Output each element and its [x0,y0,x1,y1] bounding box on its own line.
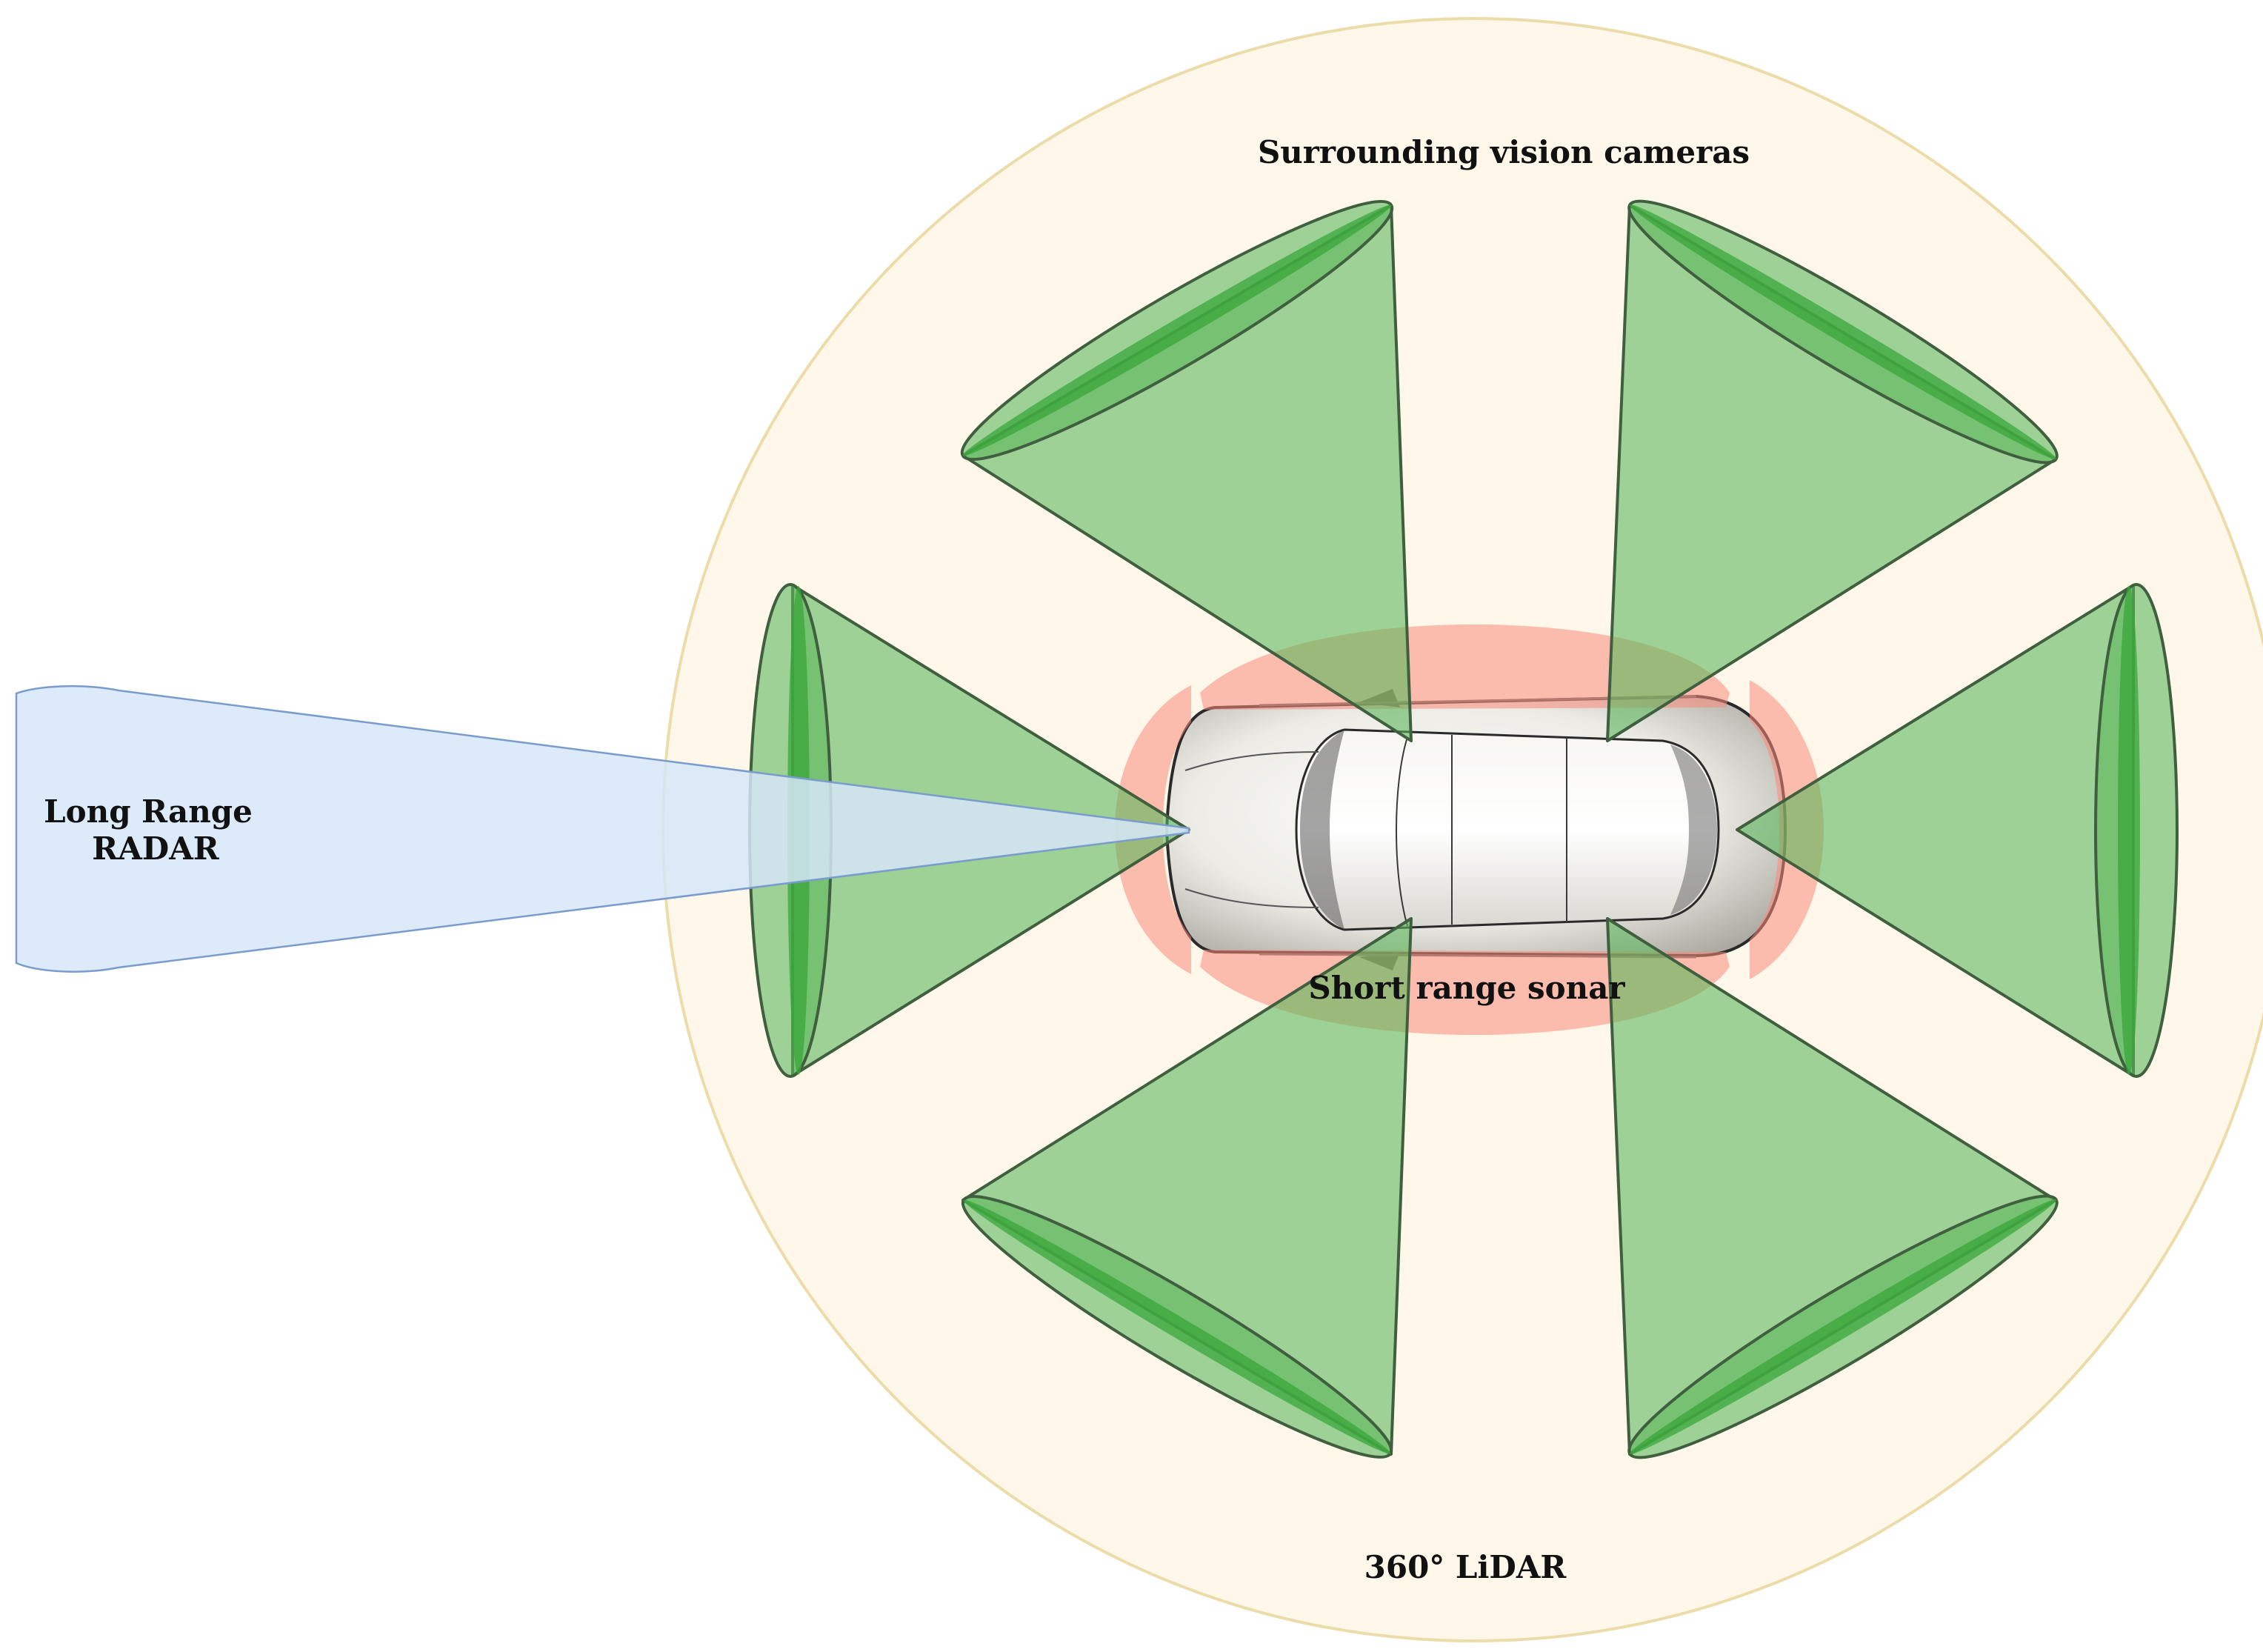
sonar-label: Short range sonar [1308,970,1625,1006]
camera-cone-bottom-left [961,917,1413,1459]
camera-cone-top-right [1606,199,2059,742]
radar-label-line2: RADAR [92,830,220,867]
cameras-label: Surrounding vision cameras [1258,134,1750,170]
radar-label-line1: Long Range [44,793,253,830]
camera-coverage [748,199,2179,1459]
car-top-view-icon [1164,689,1787,970]
radar-beam [15,685,1190,973]
lidar-label: 360° LiDAR [1364,1549,1567,1585]
camera-cone-rear [1736,583,2179,1078]
camera-cone-bottom-right [1606,917,2059,1459]
camera-cone-top-left [960,199,1413,742]
